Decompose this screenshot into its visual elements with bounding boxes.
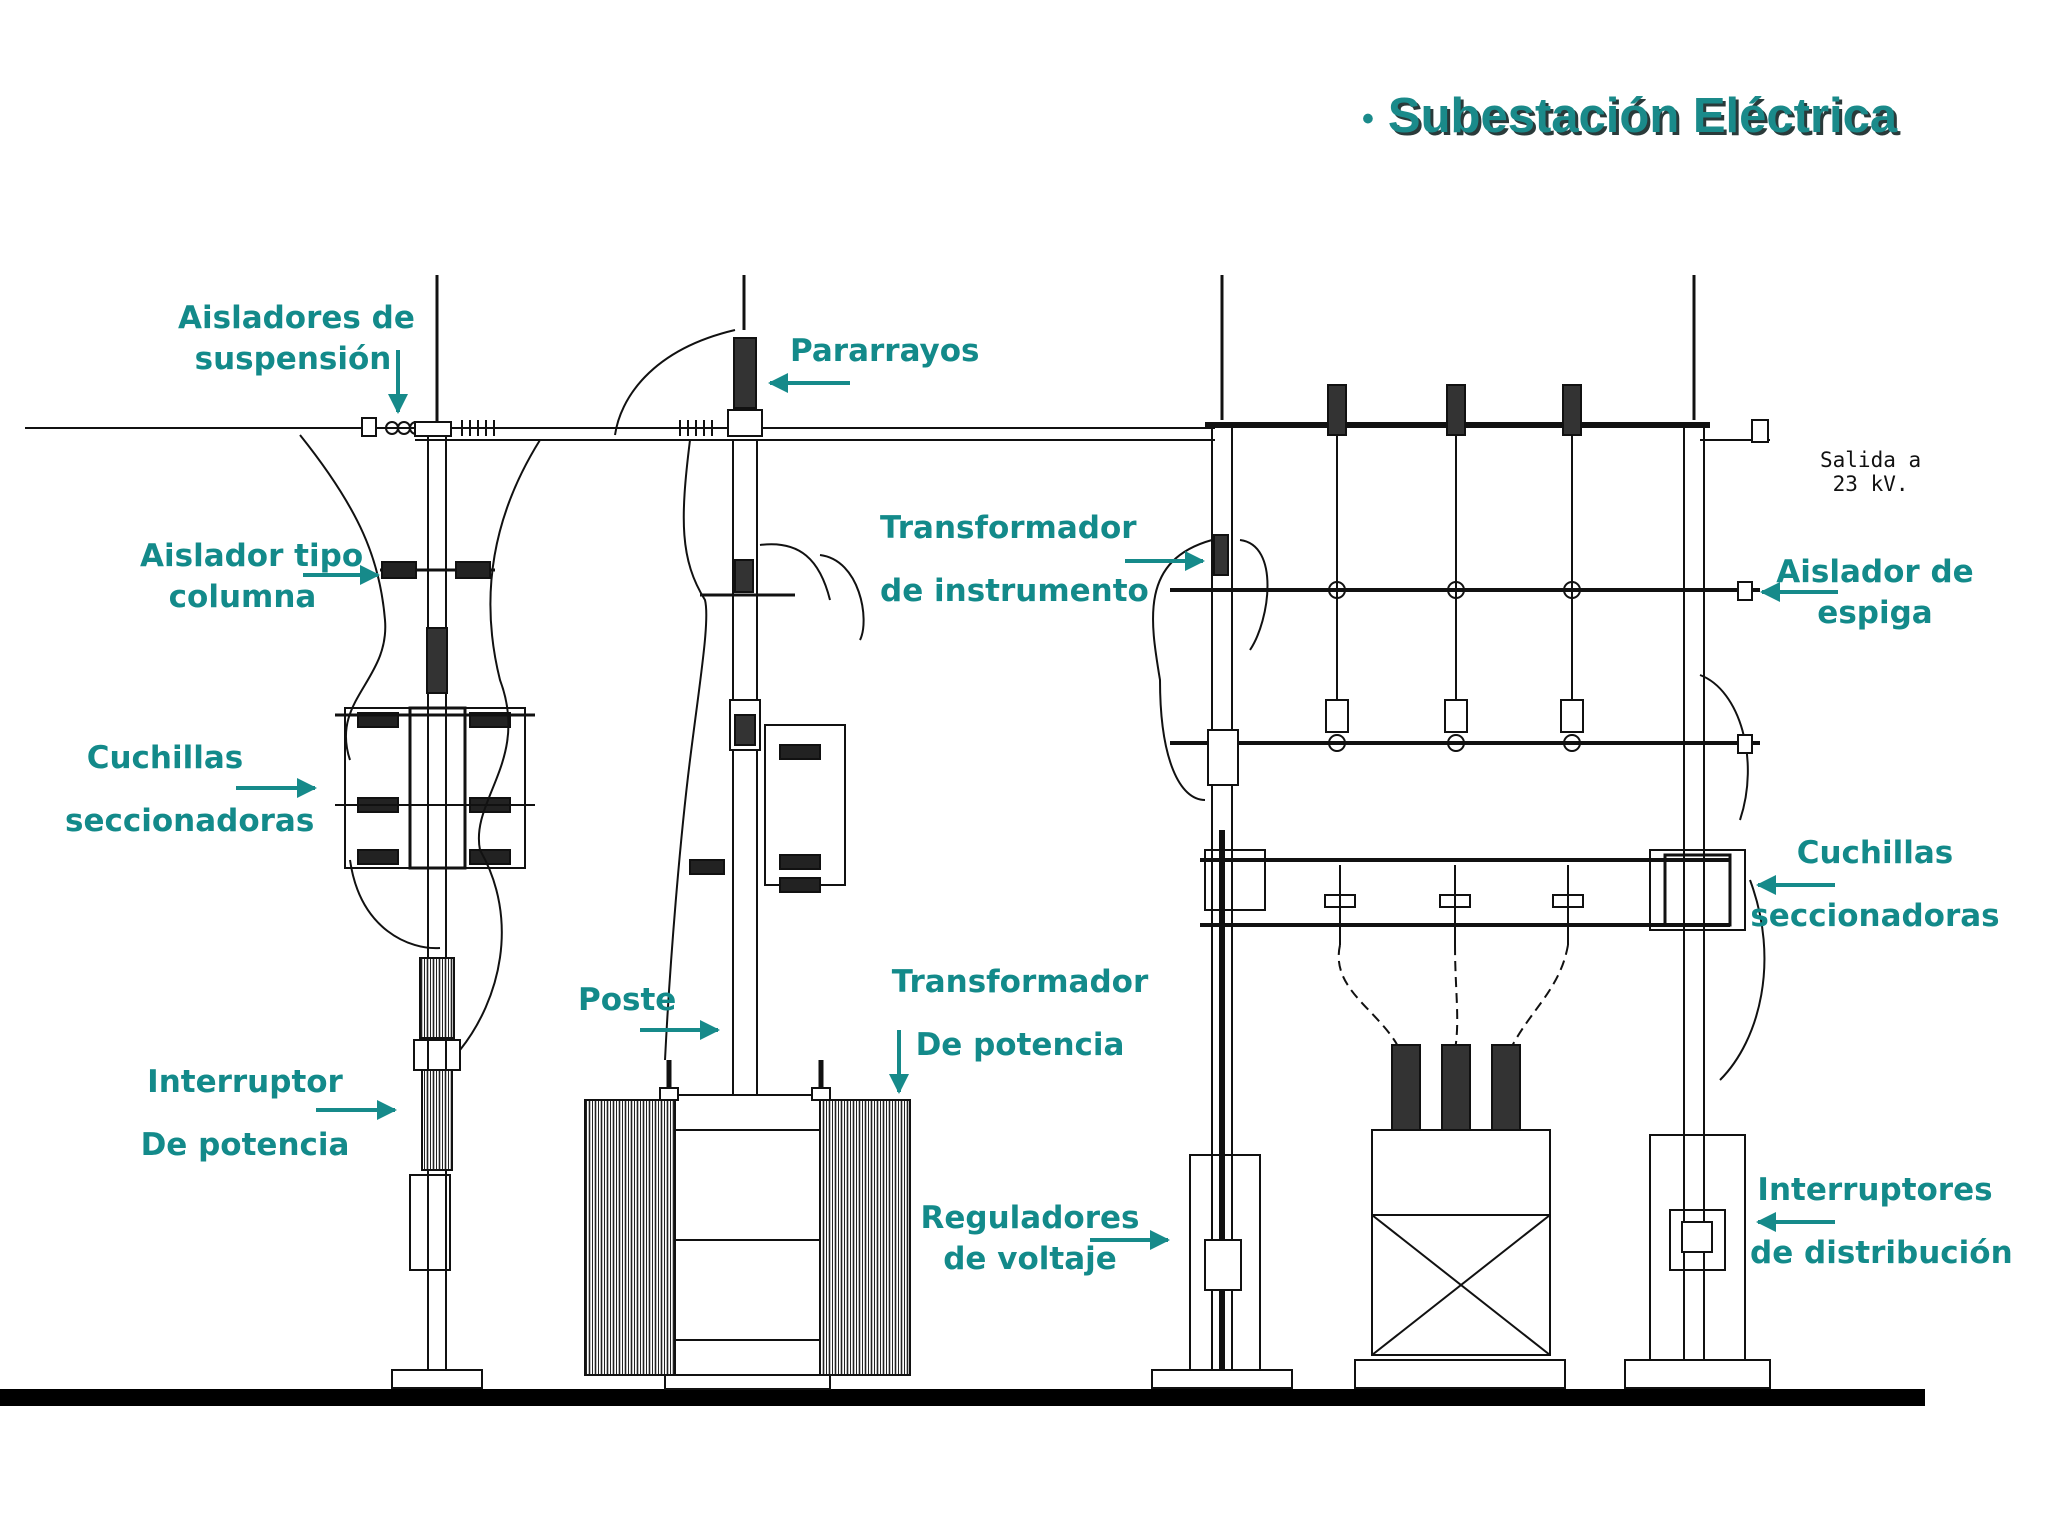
- title-text: Subestación Eléctrica: [1387, 89, 1898, 143]
- label-line: Cuchillas: [86, 740, 244, 776]
- power-transformer: [584, 1060, 911, 1390]
- label-interruptores-distribucion: Interruptores de distribución: [1750, 1172, 2013, 1271]
- right-structure: [1151, 275, 1771, 1389]
- note-line: Salida a: [1820, 448, 1922, 472]
- label-poste: Poste: [578, 982, 677, 1018]
- label-line: de distribución: [1750, 1235, 2013, 1271]
- label-line: espiga: [1817, 595, 1933, 631]
- label-line: seccionadoras: [65, 803, 315, 839]
- middle-structure: [584, 275, 911, 1390]
- label-line: Aislador tipo: [140, 538, 364, 574]
- label-transformador-potencia: Transformador De potencia: [880, 967, 1160, 1061]
- label-pararrayos: Pararrayos: [790, 333, 980, 369]
- label-cuchillas-right: Cuchillas seccionadoras: [1750, 838, 2000, 932]
- label-transformador-instrumento: Transformador de instrumento: [880, 513, 1149, 607]
- left-structure: [25, 275, 1215, 1389]
- label-aislador-columna: Aislador tipo columna: [140, 538, 364, 615]
- note-line: 23 kV.: [1832, 472, 1909, 497]
- label-line: Aislador de: [1776, 554, 1974, 590]
- label-line: seccionadoras: [1750, 898, 2000, 934]
- ground-line: [0, 1389, 1925, 1406]
- page-title: • Subestación Eléctrica: [1362, 88, 1897, 144]
- drawing-note-salida: Salida a 23 kV.: [1820, 448, 1921, 496]
- surge-arrester: [733, 337, 757, 409]
- label-line: Cuchillas: [1796, 835, 1954, 871]
- label-line: De potencia: [915, 1027, 1125, 1063]
- label-aisladores-suspension: Aisladores de suspensión: [178, 300, 415, 377]
- label-line: Aisladores de: [178, 300, 415, 336]
- label-line: columna: [168, 579, 317, 615]
- distribution-breakers: [1354, 1044, 1566, 1389]
- label-line: Interruptor: [147, 1064, 343, 1100]
- label-line: de voltaje: [943, 1241, 1117, 1277]
- title-bullet: •: [1362, 99, 1374, 138]
- suspension-insulators-mid: [679, 420, 713, 436]
- label-line: Reguladores: [920, 1200, 1140, 1236]
- label-line: suspensión: [194, 341, 392, 377]
- label-arrows: [236, 350, 1838, 1250]
- label-line: Transformador: [891, 964, 1149, 1000]
- label-aislador-espiga: Aislador de espiga: [1760, 557, 1990, 629]
- label-line: Transformador: [880, 510, 1137, 546]
- label-line: de instrumento: [880, 573, 1149, 609]
- label-reguladores-voltaje: Reguladores de voltaje: [910, 1203, 1150, 1275]
- label-line: Interruptores: [1757, 1172, 1993, 1208]
- label-interruptor-potencia: Interruptor De potencia: [130, 1067, 360, 1161]
- label-line: De potencia: [140, 1127, 350, 1163]
- label-cuchillas-left: Cuchillas seccionadoras: [65, 743, 325, 837]
